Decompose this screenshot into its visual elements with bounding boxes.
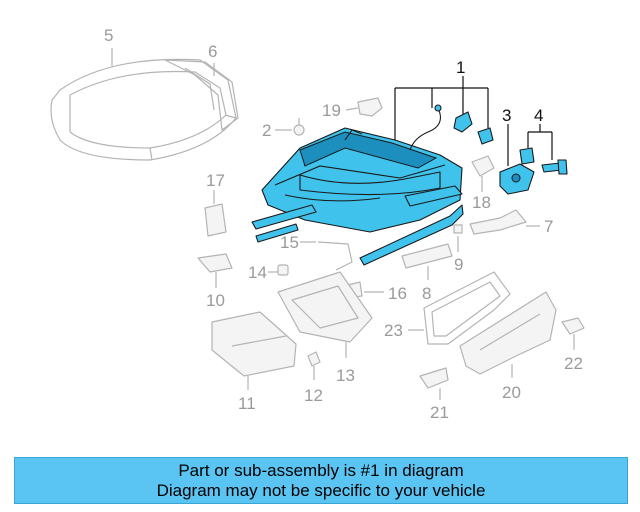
banner-line-1: Part or sub-assembly is #1 in diagram bbox=[178, 460, 464, 480]
banner-line-2: Diagram may not be specific to your vehi… bbox=[156, 480, 486, 500]
callout-19: 19 bbox=[322, 101, 341, 120]
callout-23: 23 bbox=[384, 321, 403, 340]
callout-8: 8 bbox=[422, 284, 431, 303]
callout-7: 7 bbox=[544, 217, 553, 236]
part-21-handle bbox=[419, 367, 449, 389]
part-6-cushion-cover bbox=[164, 59, 239, 131]
part-12-screw bbox=[307, 351, 321, 367]
callout-12: 12 bbox=[304, 386, 323, 405]
part-15-rod bbox=[317, 241, 353, 271]
part-7-rail-trim bbox=[469, 209, 527, 235]
part-17-bracket bbox=[204, 203, 227, 237]
part-20-side-shield bbox=[459, 291, 557, 375]
part-1-lever bbox=[453, 111, 473, 133]
part-11-drawer bbox=[211, 311, 297, 377]
parts-diagram: 5 6 19 2 17 bbox=[50, 26, 585, 422]
callout-16: 16 bbox=[388, 284, 407, 303]
callout-11: 11 bbox=[238, 394, 256, 413]
callout-14: 14 bbox=[248, 263, 267, 282]
part-5-seat-cushion bbox=[50, 58, 237, 161]
callout-3: 3 bbox=[502, 106, 511, 125]
callout-22: 22 bbox=[564, 354, 583, 373]
part-9-clip bbox=[453, 224, 463, 234]
part-22-knob bbox=[561, 317, 585, 335]
callout-21: 21 bbox=[430, 403, 449, 422]
callout-13: 13 bbox=[336, 366, 355, 385]
part-2-bolt bbox=[293, 118, 305, 136]
callout-6: 6 bbox=[208, 42, 217, 61]
info-banner: Part or sub-assembly is #1 in diagram Di… bbox=[14, 457, 628, 504]
callout-lines bbox=[394, 76, 553, 166]
part-13-tray bbox=[277, 271, 373, 343]
callout-17: 17 bbox=[206, 171, 225, 190]
part-1-clip bbox=[477, 127, 494, 145]
callout-5: 5 bbox=[104, 26, 113, 45]
part-3-motor bbox=[499, 163, 535, 195]
callout-1: 1 bbox=[456, 58, 465, 77]
part-4-nut bbox=[519, 147, 535, 165]
part-8-trim bbox=[401, 243, 453, 269]
part-23-wire-frame bbox=[423, 271, 511, 345]
part-14-bushing bbox=[277, 264, 289, 276]
part-10-cover bbox=[197, 253, 233, 273]
part-1-seat-frame bbox=[251, 127, 464, 266]
callout-10: 10 bbox=[206, 291, 225, 310]
part-19-clip bbox=[357, 97, 383, 117]
callout-2: 2 bbox=[262, 121, 271, 140]
part-18-cover bbox=[471, 155, 495, 177]
part-4-bolt bbox=[541, 159, 568, 175]
callout-15: 15 bbox=[280, 233, 299, 252]
callout-9: 9 bbox=[454, 255, 463, 274]
callout-4: 4 bbox=[534, 106, 543, 125]
part-1-cable bbox=[409, 104, 442, 151]
callout-18: 18 bbox=[472, 193, 491, 212]
callout-20: 20 bbox=[502, 383, 521, 402]
